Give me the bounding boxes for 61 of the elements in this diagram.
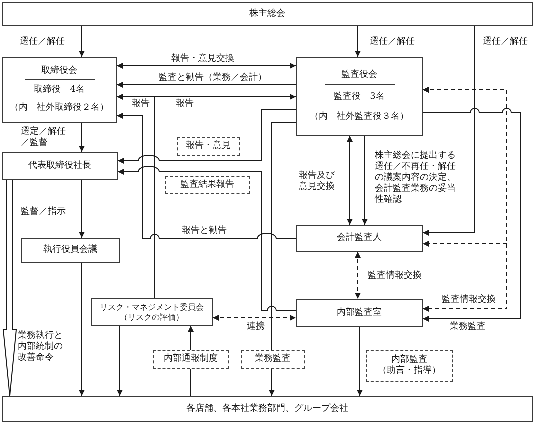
arrow — [269, 122, 296, 396]
org-box — [296, 299, 423, 327]
edge-label: 報告・意見 — [177, 137, 240, 156]
edge-label: 内部通報制度 — [153, 350, 229, 369]
arrow — [79, 262, 85, 396]
org-box — [2, 2, 533, 26]
edge-label: 内部監査（助言・指導） — [366, 350, 453, 382]
hollow-arrow — [2, 180, 18, 396]
arrow — [118, 166, 296, 312]
arrow — [116, 113, 296, 240]
edge-label: 監査情報交換 — [368, 271, 422, 282]
arrow — [362, 136, 368, 226]
edge-label: 選任／解任 — [370, 37, 415, 48]
arrow — [422, 26, 476, 236]
org-box — [296, 225, 423, 252]
arrow — [117, 326, 123, 396]
edge-label: 報告 — [132, 99, 150, 110]
edge-label: 選任／解任 — [20, 37, 65, 48]
edge-label: 監査情報交換 — [442, 295, 496, 306]
box-text: 取締役 4名 — [34, 85, 85, 96]
box-label: 株主総会 — [250, 8, 286, 20]
arrow — [355, 26, 361, 58]
edge-label: 業務監査 — [450, 322, 486, 333]
edge-label: 報告と勧告 — [182, 226, 227, 237]
edge-label: 監査結果報告 — [165, 176, 250, 194]
edge-label: 監督／指示 — [21, 207, 66, 218]
org-box — [2, 57, 117, 123]
org-box — [296, 57, 423, 136]
edge-label: 選任／解任 — [483, 37, 528, 48]
box-heading: 取締役会 — [42, 66, 78, 77]
org-box — [91, 298, 213, 326]
org-box — [21, 238, 120, 263]
edge-label: 報告・意見交換 — [172, 54, 234, 65]
box-label: 各店舗、各本社業務部門、グループ会社 — [186, 404, 348, 414]
box-heading: 監査役会 — [342, 70, 378, 80]
box-heading: リスク・マネジメント委員会 — [100, 302, 204, 312]
box-text: （内 社外取締役２名） — [10, 102, 109, 114]
box-label: 執行役員会議 — [44, 245, 98, 256]
arrow — [116, 82, 296, 88]
arrow — [357, 326, 363, 396]
box-text: 監査役 3名 — [334, 92, 385, 102]
double-arrow — [116, 63, 296, 69]
arrow — [79, 180, 85, 238]
edge-label: 連携 — [247, 322, 265, 333]
org-box — [2, 396, 533, 422]
org-box — [2, 152, 118, 180]
box-text: （リスクの評価） — [120, 312, 184, 322]
dashed-double-arrow — [212, 315, 296, 321]
edge-label: 業務監査 — [241, 350, 305, 369]
edge-label: 報告 — [176, 99, 194, 110]
dashed-double-arrow — [422, 87, 508, 312]
dashed-double-arrow — [355, 252, 361, 300]
arrow — [79, 122, 85, 152]
arrow — [79, 26, 85, 58]
box-label: 代表取締役社長 — [28, 160, 92, 172]
arrow — [422, 108, 522, 322]
double-arrow — [347, 136, 353, 226]
box-text: （内 社外監査役３名） — [310, 112, 409, 124]
arrow — [118, 110, 296, 164]
box-label: 内部監査室 — [337, 308, 382, 318]
box-label: 会計監査人 — [337, 233, 382, 244]
